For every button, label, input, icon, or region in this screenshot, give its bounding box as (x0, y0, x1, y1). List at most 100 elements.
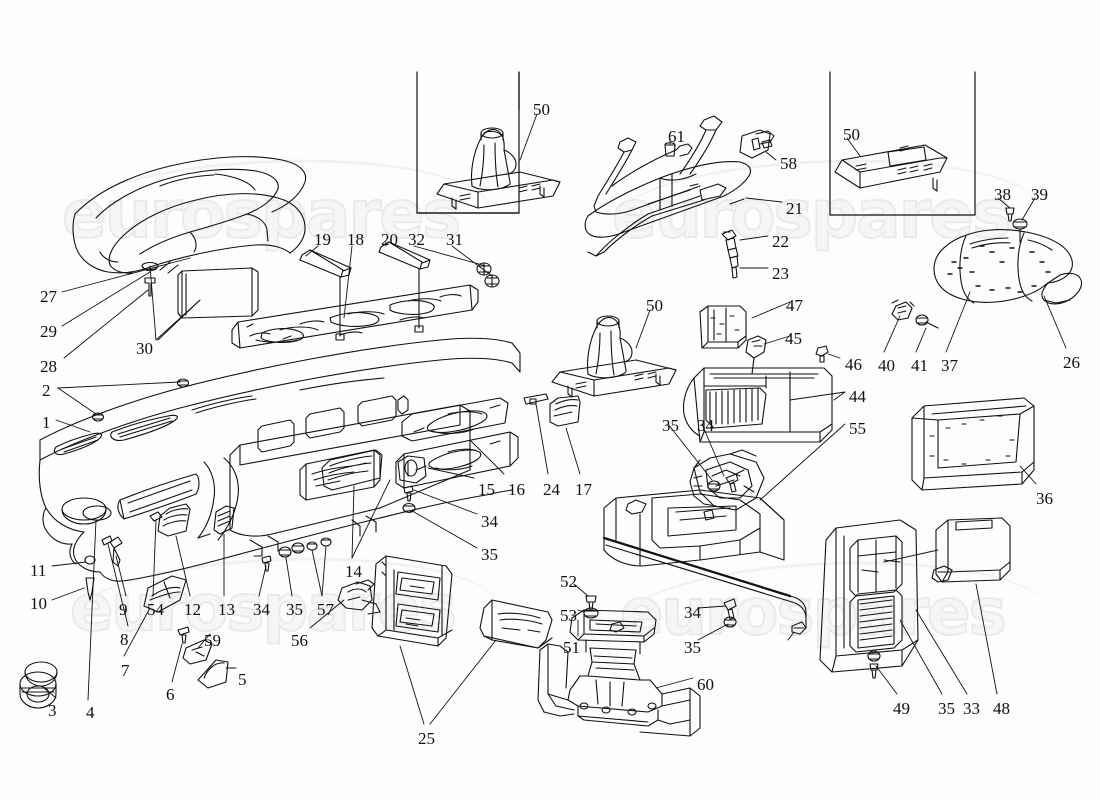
part-47-box (699, 305, 747, 349)
callout-53: 53 (560, 606, 577, 625)
part-35-washers-left (278, 542, 305, 558)
callout-35e: 35 (938, 699, 955, 718)
callout-9: 9 (119, 600, 128, 619)
part-25-bezel-a (371, 555, 453, 647)
part-4-ring (82, 505, 112, 521)
watermark-text: eurospares (61, 175, 462, 254)
callout-35d: 35 (684, 638, 701, 657)
callout-50c: 50 (843, 125, 860, 144)
part-6-screw (177, 626, 190, 644)
part-2-screws (91, 378, 190, 422)
callout-46: 46 (845, 355, 862, 374)
callout-18: 18 (347, 230, 364, 249)
part-49-screw (867, 650, 881, 679)
part-27-dash-top-pad (72, 156, 307, 274)
callout-34c: 34 (697, 416, 714, 435)
callout-34: 34 (481, 512, 498, 531)
callout-14: 14 (345, 562, 362, 581)
callout-27: 27 (40, 287, 57, 306)
callout-49: 49 (893, 699, 910, 718)
callout-30: 30 (136, 339, 153, 358)
part-60-boot-and-base (537, 639, 701, 737)
callout-22: 22 (772, 232, 789, 251)
callout-36: 36 (1036, 489, 1053, 508)
callout-2: 2 (42, 381, 51, 400)
callout-7: 7 (121, 661, 130, 680)
callout-41: 41 (911, 356, 928, 375)
callout-32: 32 (408, 230, 425, 249)
callout-48: 48 (993, 699, 1010, 718)
callout-1: 1 (42, 413, 51, 432)
callout-24: 24 (543, 480, 560, 499)
watermark-text: eurospares (69, 571, 458, 647)
callout-3: 3 (48, 701, 57, 720)
part-50-gear-lever-boot-a (436, 127, 561, 210)
part-12-switch-pod (157, 503, 191, 537)
part-40-clip (891, 299, 915, 321)
callout-59: 59 (204, 631, 221, 650)
callout-51: 51 (563, 638, 580, 657)
part-34-rail-screw (723, 598, 737, 620)
part-39-washer (1012, 218, 1028, 243)
callout-47: 47 (786, 296, 803, 315)
callout-50: 50 (533, 100, 550, 119)
callout-35c: 35 (662, 416, 679, 435)
callout-57: 57 (317, 600, 334, 619)
part-11-washer (84, 555, 96, 565)
part-34-35-center-screws (402, 485, 416, 514)
part-21-under-dash-panel (584, 115, 752, 257)
part-57-clips (306, 537, 332, 551)
callout-54: 54 (147, 600, 164, 619)
part-41-screw (915, 314, 939, 329)
callout-60: 60 (697, 675, 714, 694)
callout-44: 44 (849, 387, 866, 406)
callout-58: 58 (780, 154, 797, 173)
callout-19: 19 (314, 230, 331, 249)
callout-21: 21 (786, 199, 803, 218)
inset-frame-gearlever (416, 71, 520, 214)
part-31-grommet (484, 274, 500, 288)
callout-6: 6 (166, 685, 175, 704)
callout-34b: 34 (253, 600, 270, 619)
callout-11: 11 (30, 561, 47, 580)
part-14-switch-panel (321, 449, 383, 491)
part-24-clip (523, 393, 549, 405)
part-19-rod (299, 249, 352, 341)
part-50-gear-lever-boot-b (551, 315, 677, 398)
callout-31: 31 (446, 230, 463, 249)
part-35-console-washer (707, 480, 721, 492)
part-15-vent-unit (397, 455, 427, 484)
part-37-pad (933, 229, 1083, 305)
part-36-tray (911, 397, 1035, 491)
callout-25: 25 (418, 729, 435, 748)
part-22-lock-barrel (721, 229, 739, 259)
part-38-screw (1005, 207, 1015, 222)
callout-8: 8 (120, 630, 129, 649)
callout-4: 4 (86, 703, 95, 722)
callout-35b: 35 (286, 600, 303, 619)
callout-40: 40 (878, 356, 895, 375)
part-28-screw (144, 277, 156, 297)
callout-5: 5 (238, 670, 247, 689)
callout-10: 10 (30, 594, 47, 613)
part-59-clip (182, 639, 213, 665)
part-56-latch (337, 579, 381, 615)
inset-frame-plate (829, 71, 976, 216)
part-33-console-rear-panel (819, 519, 919, 673)
part-44-ashtray-assembly (682, 367, 833, 443)
part-25-bezel-b (479, 599, 553, 649)
part-48-control-box (931, 517, 1011, 583)
callout-38: 38 (994, 185, 1011, 204)
part-5-trim (197, 659, 229, 689)
callout-45: 45 (785, 329, 802, 348)
part-8-clip (791, 621, 807, 635)
callout-52: 52 (560, 572, 577, 591)
part-30-vent-cover (177, 267, 259, 319)
callout-26: 26 (1063, 353, 1080, 372)
callout-61: 61 (668, 127, 685, 146)
part-8-console-tunnel (602, 489, 807, 629)
leader-lines (43, 113, 1067, 725)
callout-13: 13 (218, 600, 235, 619)
part-3-ashtray-cylinder (19, 661, 58, 709)
